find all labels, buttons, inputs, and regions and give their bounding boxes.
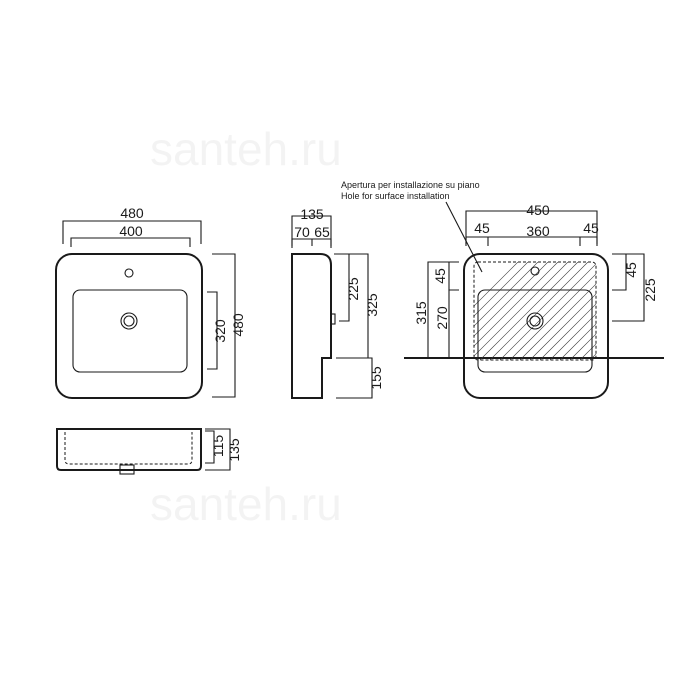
- basin-outline: [55, 253, 203, 399]
- watermark-bottom: santeh.ru: [150, 478, 342, 530]
- dim-line-135-side: [291, 215, 332, 248]
- install-bowl-outline: [477, 289, 593, 373]
- dim-line-320: [207, 291, 218, 370]
- dim-line-225-right: [612, 253, 645, 322]
- dim-45-right-top: 45: [583, 220, 599, 236]
- install-tap-hole: [530, 266, 540, 276]
- dim-line-70-65: [291, 238, 332, 246]
- dim-400-top: 400: [119, 223, 143, 239]
- dim-135-front: 135: [226, 438, 242, 462]
- drain-inner: [123, 315, 135, 327]
- dim-360: 360: [526, 223, 550, 239]
- dim-315: 315: [413, 301, 429, 325]
- dim-line-315: [427, 261, 459, 358]
- dim-155: 155: [368, 366, 384, 390]
- top-view: 480 400 320 480: [55, 205, 246, 399]
- install-drain-outer: [526, 312, 544, 330]
- dim-115: 115: [210, 435, 226, 458]
- dim-line-45-360-45: [465, 236, 598, 246]
- install-view: Apertura per installazione su piano Hole…: [341, 180, 664, 399]
- side-overflow: [330, 313, 336, 325]
- dim-70: 70: [294, 224, 310, 240]
- dim-45-left-top: 45: [474, 220, 490, 236]
- side-outline: [291, 253, 332, 399]
- install-basin-outline: [463, 253, 609, 399]
- front-bowl-hidden: [64, 432, 193, 465]
- dim-480-top: 480: [120, 205, 144, 221]
- dim-480-side: 480: [230, 313, 246, 337]
- dim-line-45-left: [448, 261, 459, 291]
- note-leader: [445, 201, 483, 273]
- tap-hole: [124, 268, 134, 278]
- dim-line-270: [448, 289, 459, 358]
- dim-45-left: 45: [432, 268, 448, 284]
- dim-line-115: [205, 430, 215, 464]
- note-english: Hole for surface installation: [341, 191, 450, 201]
- dim-line-325: [334, 253, 369, 359]
- install-drain-inner: [529, 315, 541, 327]
- note-italian: Apertura per installazione su piano: [341, 180, 480, 190]
- drain-outer: [120, 312, 138, 330]
- dim-225-side: 225: [345, 277, 361, 301]
- front-drain: [119, 464, 135, 475]
- dim-65: 65: [314, 224, 330, 240]
- dim-line-450: [465, 210, 598, 244]
- dim-320: 320: [212, 319, 228, 343]
- front-view: 115 135: [56, 428, 242, 475]
- cutout-hatching: [474, 262, 596, 360]
- dim-450: 450: [526, 202, 550, 218]
- front-outline: [56, 428, 202, 471]
- dim-325: 325: [364, 293, 380, 317]
- dim-270: 270: [434, 306, 450, 330]
- bowl-outline: [72, 289, 188, 373]
- dim-225-right: 225: [642, 278, 658, 302]
- side-view: 135 70 65 225 325 155: [291, 206, 384, 399]
- dim-line-155: [336, 357, 373, 399]
- watermark-top: santeh.ru: [150, 123, 342, 175]
- dim-line-400: [70, 237, 191, 247]
- dim-line-135-front: [205, 428, 231, 471]
- cutout-outline: [473, 261, 597, 361]
- dim-135-side: 135: [300, 206, 324, 222]
- dim-line-480: [62, 220, 202, 244]
- dim-45-right: 45: [623, 262, 639, 278]
- dim-line-480-vert: [212, 253, 236, 398]
